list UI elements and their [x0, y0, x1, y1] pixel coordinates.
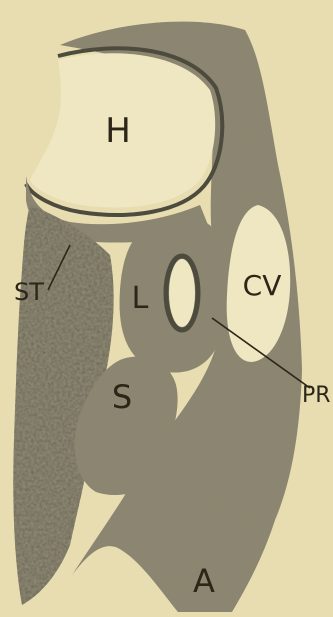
label-pr: PR: [302, 383, 331, 408]
label-l: L: [132, 281, 149, 316]
label-h: H: [105, 111, 131, 151]
label-st: ST: [14, 278, 44, 306]
label-s: S: [112, 378, 132, 416]
label-a: A: [193, 562, 215, 600]
label-o: O: [173, 286, 190, 311]
label-cv: CV: [243, 269, 282, 302]
